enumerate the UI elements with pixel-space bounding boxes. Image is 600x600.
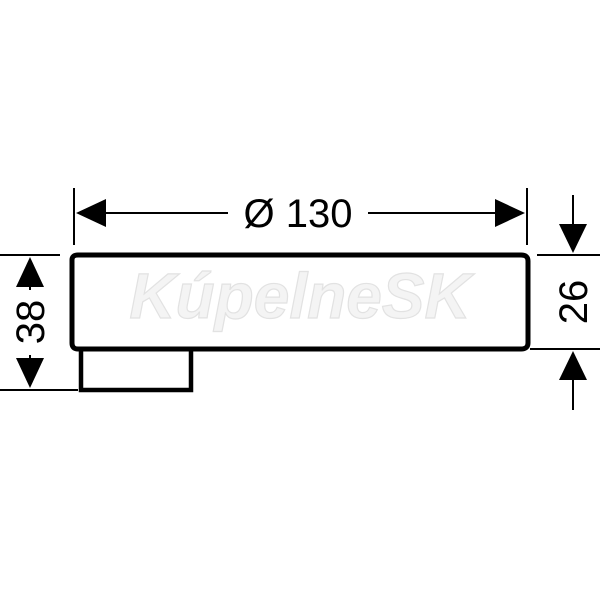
height-top-arrow-bottom bbox=[559, 351, 587, 380]
diameter-arrow-right bbox=[495, 199, 525, 227]
height-total-arrow-bottom bbox=[16, 358, 44, 388]
height-top-arrow-top bbox=[559, 224, 587, 253]
top-plate-outline bbox=[69, 252, 531, 352]
height-top-label: 26 bbox=[552, 280, 596, 325]
diameter-label: Ø 130 bbox=[244, 192, 353, 236]
height-total-label: 38 bbox=[9, 300, 53, 345]
mount-block-outline bbox=[78, 349, 194, 393]
watermark-text: KúpelneSK bbox=[129, 260, 475, 332]
diameter-arrow-left bbox=[76, 199, 106, 227]
height-total-arrow-top bbox=[16, 257, 44, 287]
